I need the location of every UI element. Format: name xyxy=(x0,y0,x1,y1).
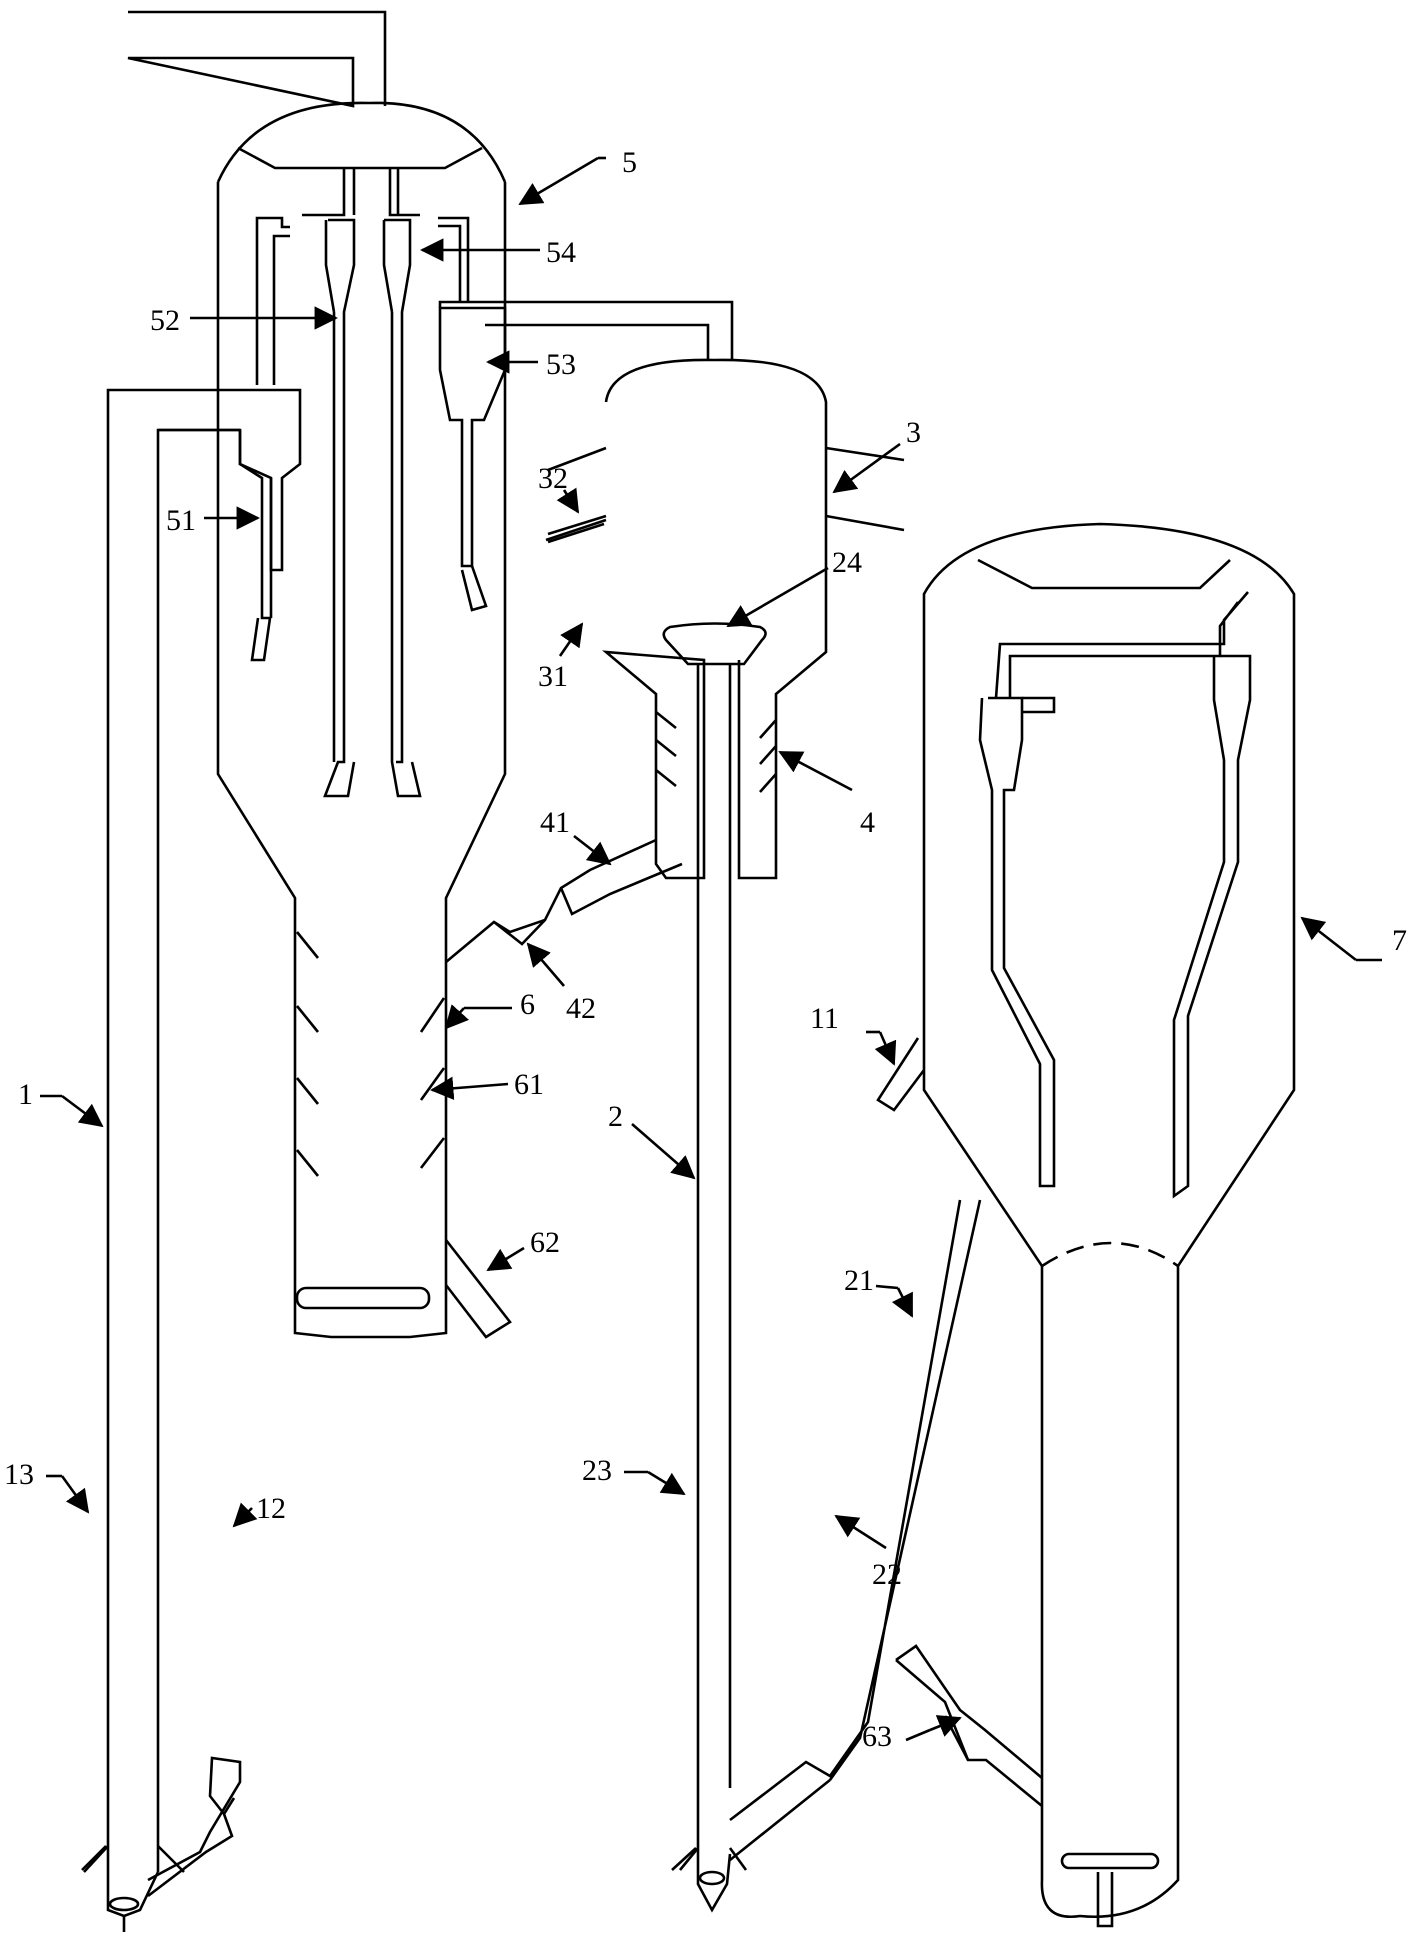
arrow-41 xyxy=(573,834,612,866)
label-22: 22 xyxy=(872,1558,902,1591)
label-4: 4 xyxy=(860,806,875,839)
label-62: 62 xyxy=(530,1226,560,1259)
label-41: 41 xyxy=(540,806,570,839)
arrow-3 xyxy=(832,442,901,494)
arrow-7 xyxy=(1300,916,1357,962)
label-5: 5 xyxy=(622,146,637,179)
arrow-62 xyxy=(486,1246,525,1272)
arrow-23 xyxy=(647,1470,686,1496)
label-51: 51 xyxy=(166,504,196,537)
label-52: 52 xyxy=(150,304,180,337)
label-3: 3 xyxy=(906,416,921,449)
label-42: 42 xyxy=(566,992,596,1025)
arrow-63 xyxy=(929,1715,962,1737)
label-7: 7 xyxy=(1392,924,1407,957)
arrow-2 xyxy=(631,1123,696,1180)
vessel-3 xyxy=(445,358,905,963)
arrow-13 xyxy=(60,1475,90,1514)
arrow-31 xyxy=(558,622,584,657)
arrow-4 xyxy=(778,750,853,792)
regen-cyclones xyxy=(978,591,1252,1199)
arrow-61 xyxy=(430,1076,509,1100)
label-54: 54 xyxy=(546,236,576,269)
label-61: 61 xyxy=(514,1068,544,1101)
vessel-5 xyxy=(106,10,734,1872)
label-21: 21 xyxy=(844,1264,874,1297)
labels: 5 54 52 53 51 3 32 24 31 4 41 42 7 6 11 … xyxy=(4,146,1407,1753)
arrow-6 xyxy=(444,1004,470,1030)
label-31: 31 xyxy=(538,660,568,693)
vessel-7 xyxy=(876,522,1296,1928)
arrow-21 xyxy=(891,1287,914,1318)
arrow-12 xyxy=(232,1502,258,1528)
arrow-24 xyxy=(726,566,829,628)
label-11: 11 xyxy=(810,1002,839,1035)
riser-1-bottom xyxy=(81,1756,242,1932)
arrow-5 xyxy=(518,156,599,206)
riser-2 xyxy=(671,664,982,1913)
arrow-22 xyxy=(834,1514,887,1550)
label-1: 1 xyxy=(18,1078,33,1111)
arrow-1 xyxy=(61,1094,104,1128)
cyclone-54 xyxy=(302,168,422,798)
arrow-32 xyxy=(556,487,580,514)
stripper-baffles-61 xyxy=(295,931,446,1177)
label-24: 24 xyxy=(832,546,862,579)
label-12: 12 xyxy=(256,1492,286,1525)
label-63: 63 xyxy=(862,1720,892,1753)
label-23: 23 xyxy=(582,1454,612,1487)
label-53: 53 xyxy=(546,348,576,381)
cyclone-51 xyxy=(238,430,273,662)
arrow-42 xyxy=(526,942,565,987)
cyclone-53 xyxy=(438,300,734,612)
label-32: 32 xyxy=(538,462,568,495)
label-13: 13 xyxy=(4,1458,34,1491)
arrow-11 xyxy=(874,1031,897,1066)
label-6: 6 xyxy=(520,988,535,1021)
label-2: 2 xyxy=(608,1100,623,1133)
